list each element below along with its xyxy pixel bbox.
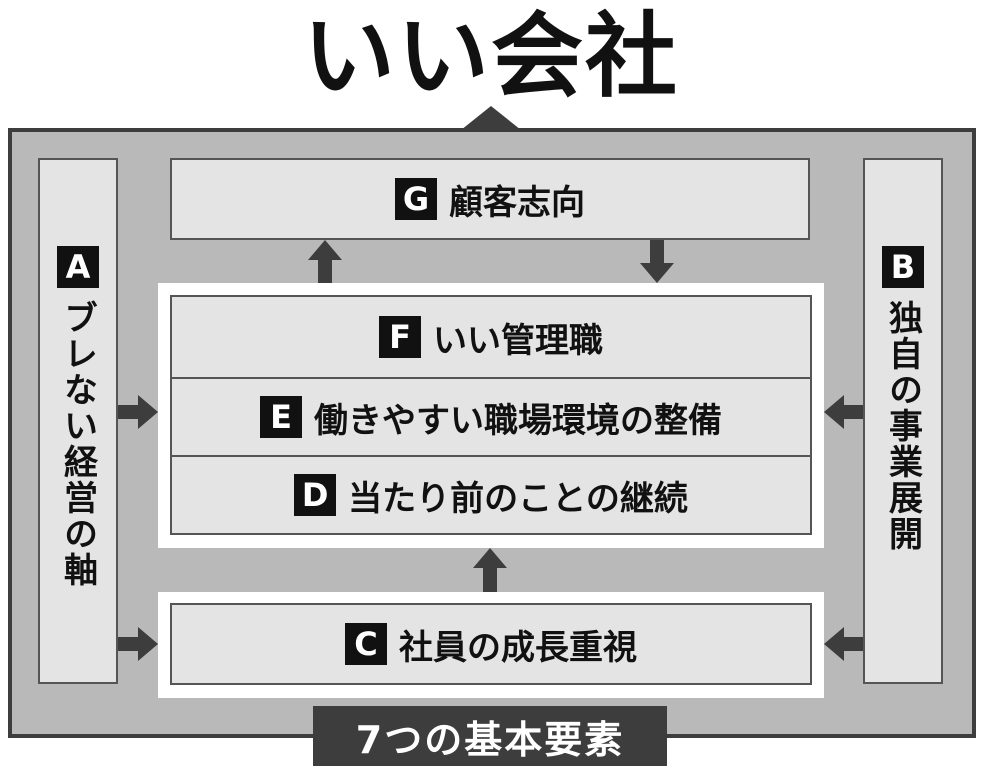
element-a-box: A ブレない経営の軸 bbox=[38, 158, 118, 684]
element-d-badge: D bbox=[294, 474, 337, 516]
element-b-box: B 独自の事業展開 bbox=[863, 158, 943, 684]
element-d-label: 当たり前のことの継続 bbox=[348, 478, 688, 519]
fed-stack: F いい管理職 E 働きやすい職場環境の整備 D 当たり前のことの継続 bbox=[170, 295, 812, 535]
element-b-badge: B bbox=[882, 246, 924, 288]
element-c-badge: C bbox=[345, 623, 387, 665]
footer-label: 7つの基本要素 bbox=[313, 706, 667, 766]
diagram-title: いい会社 bbox=[302, 3, 679, 110]
element-f-badge: F bbox=[379, 316, 421, 358]
element-a-label: ブレない経営の軸 bbox=[57, 300, 98, 588]
element-c-label: 社員の成長重視 bbox=[399, 627, 637, 668]
element-a-badge: A bbox=[57, 246, 99, 288]
element-e-row: E 働きやすい職場環境の整備 bbox=[172, 377, 810, 455]
element-f-label: いい管理職 bbox=[433, 320, 603, 361]
element-e-label: 働きやすい職場環境の整備 bbox=[314, 400, 722, 441]
element-b-label: 独自の事業展開 bbox=[882, 300, 923, 552]
arrow-b-to-c bbox=[824, 627, 863, 661]
arrow-b-to-e bbox=[824, 395, 863, 429]
element-f-row: F いい管理職 bbox=[172, 297, 810, 377]
arrow-c-to-d bbox=[473, 548, 507, 592]
up-arrow-to-title bbox=[461, 106, 521, 130]
arrow-a-to-e bbox=[118, 395, 158, 429]
element-e-badge: E bbox=[260, 396, 302, 438]
element-c-box: C 社員の成長重視 bbox=[170, 603, 812, 685]
element-d-row: D 当たり前のことの継続 bbox=[172, 455, 810, 533]
arrow-g-to-f bbox=[640, 240, 674, 283]
arrow-f-to-g bbox=[308, 240, 342, 283]
element-g-box: G 顧客志向 bbox=[170, 158, 810, 240]
element-g-badge: G bbox=[395, 178, 437, 220]
element-g-label: 顧客志向 bbox=[449, 182, 585, 223]
arrow-a-to-c bbox=[118, 627, 158, 661]
